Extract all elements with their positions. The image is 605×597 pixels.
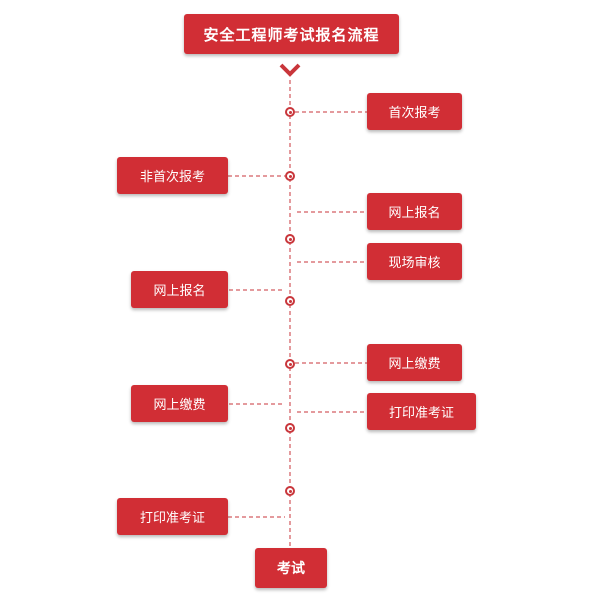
timeline-node-icon	[285, 423, 295, 433]
chevron-down-icon	[279, 63, 301, 77]
exam-end-label: 考试	[277, 561, 305, 577]
first-time-step-label: 网上报名	[388, 206, 441, 221]
first-time-step-label: 打印准考证	[388, 406, 454, 421]
first-time-step-label: 网上缴费	[388, 357, 441, 372]
flow-title: 安全工程师考试报名流程	[203, 25, 380, 44]
non-first-time-branch-label: 非首次报考	[139, 170, 205, 185]
exam-end-box: 考试	[255, 548, 327, 588]
first-time-branch-label: 首次报考	[388, 106, 441, 121]
first-time-step-box: 打印准考证	[367, 393, 476, 430]
first-time-step-box: 现场审核	[367, 243, 462, 280]
timeline-node-icon	[285, 107, 295, 117]
non-first-time-step-label: 打印准考证	[139, 511, 205, 526]
flow-title-box: 安全工程师考试报名流程	[184, 14, 399, 54]
non-first-time-step-label: 网上报名	[153, 284, 206, 299]
timeline-node-icon	[285, 359, 295, 369]
first-time-step-box: 网上报名	[367, 193, 462, 230]
non-first-time-step-label: 网上缴费	[153, 398, 206, 413]
non-first-time-branch-box: 非首次报考	[117, 157, 228, 194]
timeline-node-icon	[285, 486, 295, 496]
first-time-step-label: 现场审核	[388, 256, 441, 271]
timeline-node-icon	[285, 234, 295, 244]
timeline-node-icon	[285, 171, 295, 181]
non-first-time-step-box: 打印准考证	[117, 498, 228, 535]
non-first-time-step-box: 网上报名	[131, 271, 228, 308]
non-first-time-step-box: 网上缴费	[131, 385, 228, 422]
first-time-branch-box: 首次报考	[367, 93, 462, 130]
first-time-step-box: 网上缴费	[367, 344, 462, 381]
timeline-node-icon	[285, 296, 295, 306]
